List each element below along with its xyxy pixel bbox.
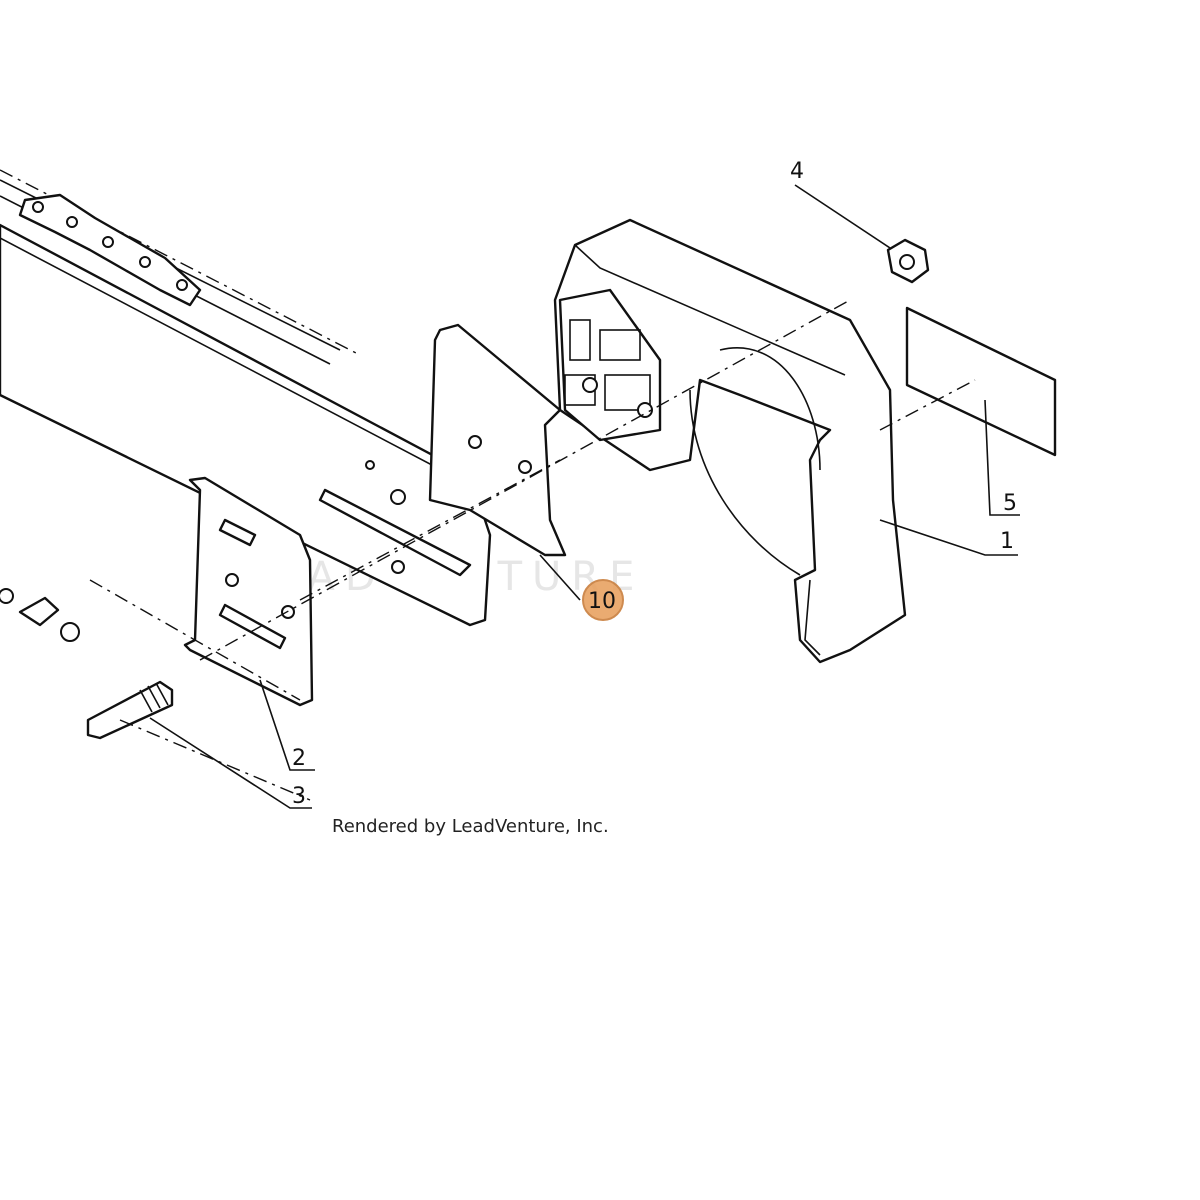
callout-3[interactable]: 3 xyxy=(292,784,306,809)
bar-stud xyxy=(86,680,174,740)
callout-10-highlight[interactable]: 10 xyxy=(582,579,624,621)
callout-1[interactable]: 1 xyxy=(1000,529,1014,554)
credit-text: Rendered by LeadVenture, Inc. xyxy=(332,816,609,837)
assembly-center-lines xyxy=(89,299,976,801)
callout-leaders xyxy=(149,184,1020,809)
adjuster-hardware xyxy=(0,588,80,642)
inner-bar-plate xyxy=(428,323,567,557)
saw-chain xyxy=(0,169,361,365)
callout-10[interactable]: 10 xyxy=(588,589,616,614)
callout-4[interactable]: 4 xyxy=(790,159,804,184)
callout-5[interactable]: 5 xyxy=(1003,491,1017,516)
outer-bar-plate xyxy=(183,476,314,707)
callouts: 4 5 1 2 3 10 xyxy=(292,159,1017,809)
decal xyxy=(905,306,1057,457)
nut xyxy=(886,238,930,284)
guide-bar xyxy=(0,223,492,627)
callout-2[interactable]: 2 xyxy=(292,746,306,771)
callout-10-marker xyxy=(582,579,624,621)
chain-brake-cover xyxy=(553,218,907,664)
